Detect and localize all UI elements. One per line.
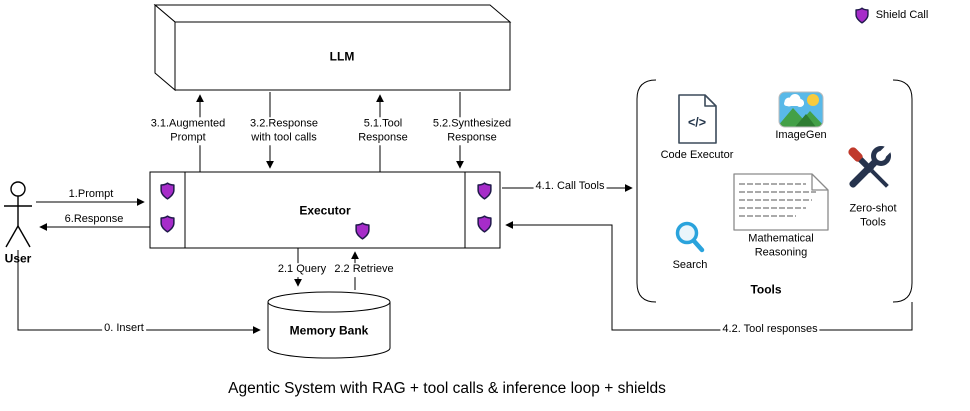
- imagegen-icon: [778, 91, 824, 128]
- zero-shot-tools-icon: [848, 145, 892, 188]
- shield-icon: [855, 7, 869, 24]
- memory-bank-node: [267, 291, 391, 359]
- edge-tool-response-label: 5.1.Tool Response: [356, 117, 410, 145]
- tools-group-label: Tools: [750, 282, 782, 297]
- math-reasoning-label: Mathematical Reasoning: [748, 232, 814, 258]
- edge-response-with-tool-calls-label: 3.2.Response with tool calls: [248, 117, 320, 145]
- edge-synthesized-response-label: 5.2.Synthesized Response: [430, 117, 514, 145]
- diagram-title: Agentic System with RAG + tool calls & i…: [228, 380, 666, 397]
- math-reasoning-icon: [733, 173, 829, 231]
- executor-label: Executor: [299, 203, 351, 218]
- tools-group-right-bracket: [892, 79, 913, 303]
- edge-query-label: 2.1 Query: [275, 263, 329, 277]
- code-executor-icon: </>: [678, 94, 717, 144]
- llm-label: LLM: [329, 49, 355, 64]
- user-figure: [4, 181, 32, 248]
- edge-insert-label: 0. Insert: [102, 322, 146, 336]
- zero-shot-tools-label: Zero-shot Tools: [849, 202, 897, 228]
- edge-insert: [17, 250, 261, 334]
- edge-retrieve-label: 2.2 Retrieve: [332, 263, 396, 277]
- search-label: Search: [672, 259, 708, 272]
- code-executor-label: Code Executor: [660, 149, 734, 162]
- edge-augmented-prompt-label: 3.1.Augmented Prompt: [148, 117, 228, 145]
- code-glyph: </>: [688, 115, 706, 129]
- edge-prompt-label: 1.Prompt: [68, 188, 114, 201]
- legend-shield-call-label: Shield Call: [875, 9, 929, 22]
- edge-tool-responses: [505, 221, 913, 331]
- edge-response-label: 6.Response: [64, 213, 124, 226]
- edge-tool-responses-label: 4.2. Tool responses: [720, 323, 820, 337]
- tools-group-left-bracket: [636, 79, 657, 303]
- executor-node: [149, 171, 501, 249]
- search-icon: [675, 221, 705, 253]
- edge-call-tools-label: 4.1. Call Tools: [533, 180, 607, 194]
- imagegen-label: ImageGen: [775, 129, 827, 142]
- llm-node: [153, 3, 512, 92]
- user-label: User: [4, 251, 32, 266]
- memory-bank-label: Memory Bank: [289, 323, 369, 338]
